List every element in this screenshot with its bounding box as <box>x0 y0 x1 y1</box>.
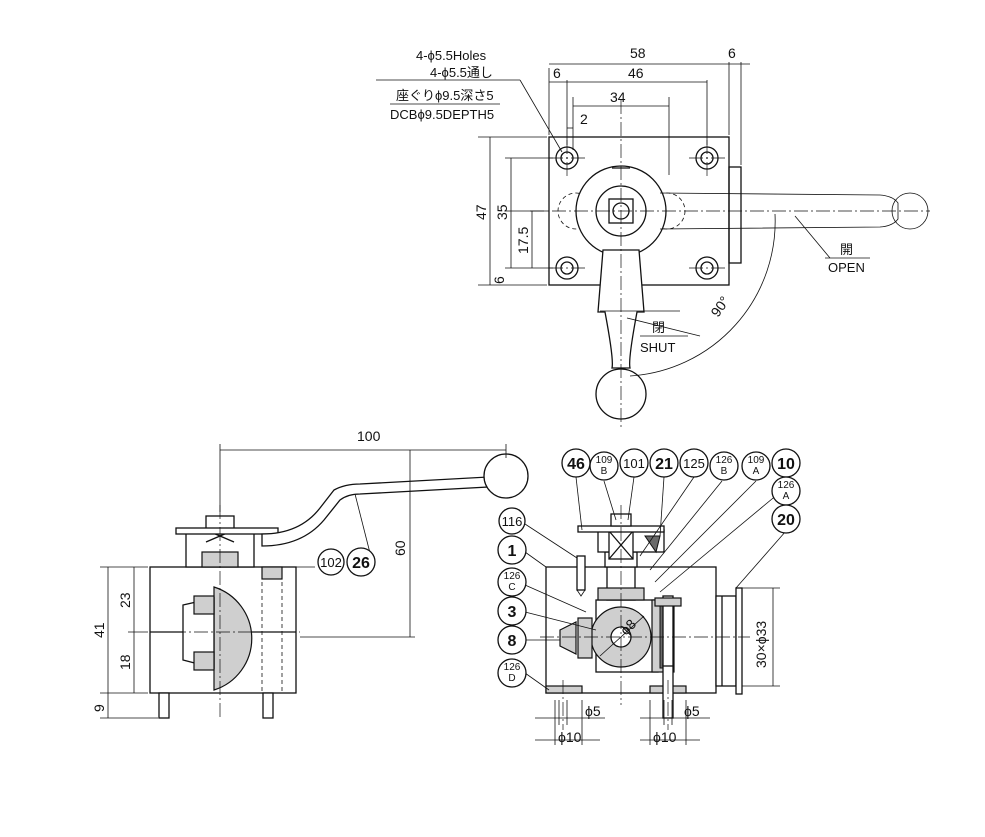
shut-label-jp: 閉 <box>652 320 665 335</box>
balloon-3: 3 <box>497 596 527 626</box>
svg-text:8: 8 <box>508 633 517 650</box>
balloon-116: 116 <box>498 507 526 535</box>
svg-text:126: 126 <box>504 662 521 673</box>
balloon-46: 46 <box>561 448 591 478</box>
svg-text:D: D <box>508 673 515 684</box>
svg-text:3: 3 <box>508 604 517 621</box>
svg-text:125: 125 <box>683 456 705 471</box>
open-handle <box>659 192 899 230</box>
svg-text:126: 126 <box>778 480 795 491</box>
svg-text:109: 109 <box>596 455 613 466</box>
dim-phi10-right: ϕ10 <box>653 729 677 745</box>
dim-60: 60 <box>392 540 408 556</box>
dim-34: 34 <box>610 89 626 105</box>
side-ball-cutaway <box>213 586 253 691</box>
shut-label-en: SHUT <box>640 340 675 355</box>
balloon-102: 102 <box>317 548 345 576</box>
top-view <box>376 62 930 430</box>
svg-text:26: 26 <box>352 555 370 572</box>
svg-text:20: 20 <box>777 512 795 529</box>
open-label-en: OPEN <box>828 260 865 275</box>
dim-47: 47 <box>473 204 489 220</box>
svg-text:B: B <box>721 466 728 477</box>
svg-text:126: 126 <box>716 455 733 466</box>
balloon-8: 8 <box>497 625 527 655</box>
open-label-jp: 開 <box>840 242 853 257</box>
dim-17-5: 17.5 <box>515 227 531 254</box>
svg-text:1: 1 <box>508 543 517 560</box>
svg-text:A: A <box>783 491 790 502</box>
counterbore-note-jp: 座ぐりϕ9.5深さ5 <box>396 88 494 103</box>
dim-9: 9 <box>91 704 107 712</box>
dim-100: 100 <box>357 428 381 444</box>
balloon-10: 10 <box>771 448 801 478</box>
svg-text:B: B <box>601 466 608 477</box>
balloon-126a: 126 A <box>771 476 801 506</box>
balloon-109a: 109 A <box>741 451 771 481</box>
balloon-1: 1 <box>497 535 527 565</box>
svg-text:101: 101 <box>623 456 645 471</box>
svg-text:126: 126 <box>504 571 521 582</box>
balloon-20: 20 <box>771 504 801 534</box>
balloon-101: 101 <box>619 448 649 478</box>
svg-text:102: 102 <box>320 555 342 570</box>
counterbore-note-en: DCBϕ9.5DEPTH5 <box>390 107 494 122</box>
top-dimension-lines <box>478 62 750 286</box>
holes-note-en: 4-ϕ5.5Holes <box>416 48 487 63</box>
side-view <box>100 444 529 720</box>
dim-35: 35 <box>494 204 510 220</box>
balloon-126d: 126 D <box>497 658 527 688</box>
dim-phi5-left: ϕ5 <box>585 703 601 719</box>
svg-text:46: 46 <box>567 456 585 473</box>
balloon-26: 26 <box>346 547 376 577</box>
dim-2: 2 <box>580 111 588 127</box>
svg-text:21: 21 <box>655 456 673 473</box>
balloon-109b: 109 B <box>589 451 619 481</box>
top-side-block <box>728 166 742 264</box>
svg-text:116: 116 <box>502 514 523 529</box>
dim-58: 58 <box>630 45 646 61</box>
dim-30x33: 30×ϕ33 <box>753 621 769 668</box>
holes-note-jp: 4-ϕ5.5通し <box>430 65 493 80</box>
balloon-126c: 126 C <box>497 567 527 597</box>
dim-phi5-right: ϕ5 <box>684 703 700 719</box>
side-dimension-lines <box>100 444 507 719</box>
balloon-125: 125 <box>679 448 709 478</box>
dim-23: 23 <box>117 592 133 608</box>
svg-text:10: 10 <box>777 456 795 473</box>
svg-text:C: C <box>508 582 515 593</box>
angle-90: 90° <box>707 293 732 320</box>
dim-41: 41 <box>91 622 107 638</box>
balloon-21: 21 <box>649 448 679 478</box>
balloon-126b: 126 B <box>709 451 739 481</box>
dim-6-left: 6 <box>491 276 507 284</box>
section-view <box>524 476 787 745</box>
dim-phi10-left: ϕ10 <box>558 729 582 745</box>
dim-46: 46 <box>628 65 644 81</box>
side-handle-plate <box>175 527 279 535</box>
section-dimension-lines <box>535 587 780 745</box>
side-lever-knob <box>483 453 529 499</box>
svg-text:A: A <box>753 466 760 477</box>
dim-18: 18 <box>117 654 133 670</box>
svg-text:109: 109 <box>748 455 765 466</box>
side-lever <box>261 476 489 547</box>
dim-6-top-right: 6 <box>728 45 736 61</box>
section-leader-lines <box>524 476 787 691</box>
dim-6-top-left: 6 <box>553 65 561 81</box>
